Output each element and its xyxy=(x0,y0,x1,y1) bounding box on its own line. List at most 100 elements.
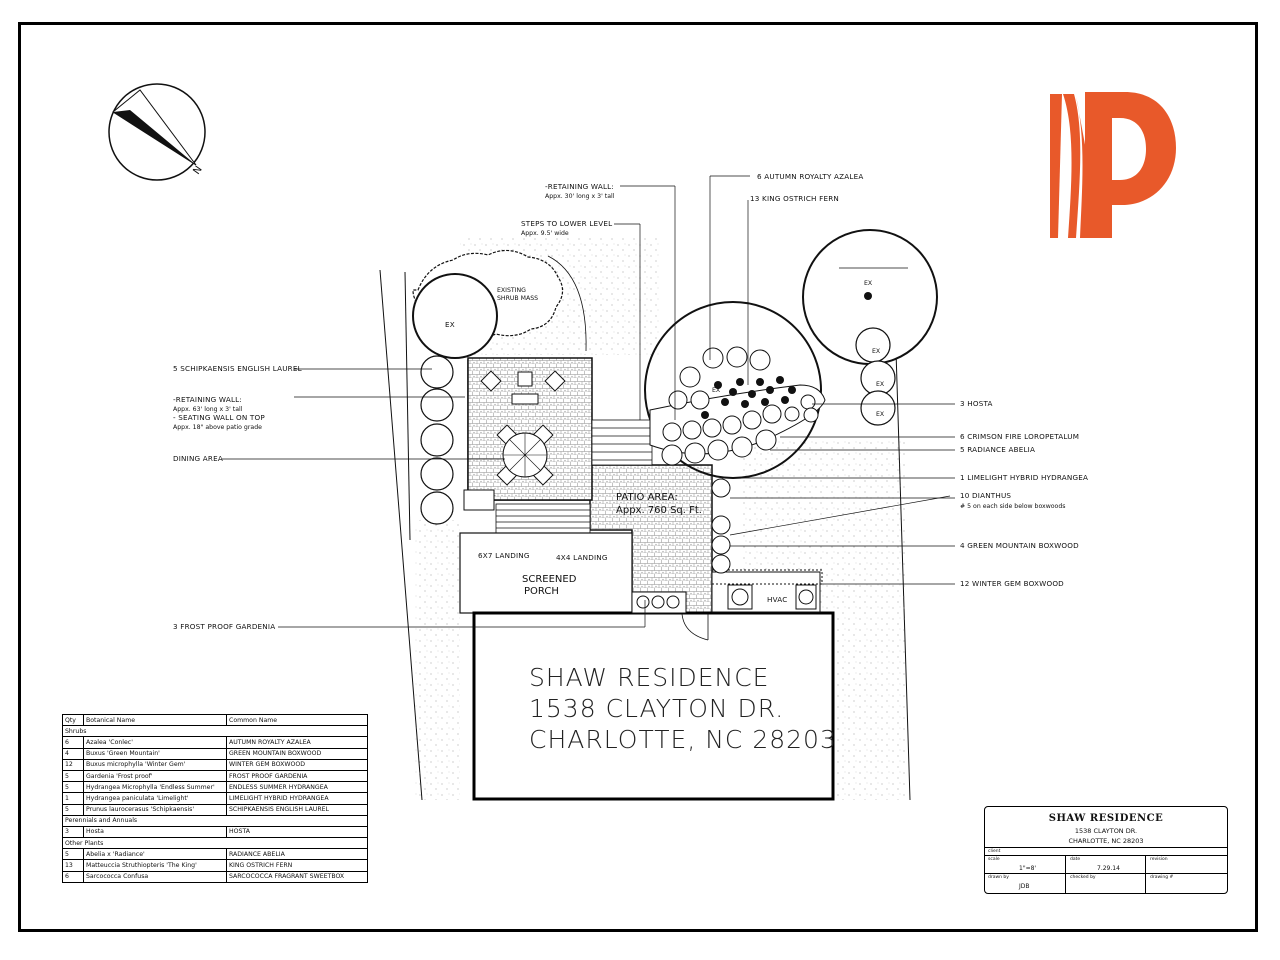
callouts-left: 5 SCHIPKAENSIS ENGLISH LAUREL -RETAINING… xyxy=(173,364,302,631)
client-label: client xyxy=(988,849,1001,854)
gardenia-bed xyxy=(631,591,687,614)
svg-text:SHRUB MASS: SHRUB MASS xyxy=(497,295,538,302)
abelia-group xyxy=(661,429,777,466)
green-mountain-boxwood-row xyxy=(711,478,731,574)
qty-cell: 4 xyxy=(62,747,84,760)
title-block: SHAW RESIDENCE 1538 CLAYTON DR. CHARLOTT… xyxy=(984,806,1228,894)
svg-text:13 KING OSTRICH FERN: 13 KING OSTRICH FERN xyxy=(750,194,839,203)
svg-text:PATIO AREA:: PATIO AREA: xyxy=(616,492,678,503)
date-value: 7.29.14 xyxy=(1097,865,1120,872)
scale-value: 1"=8' xyxy=(1019,865,1037,872)
svg-text:DINING AREA: DINING AREA xyxy=(173,454,223,463)
header-botanical: Botanical Name xyxy=(83,713,227,727)
svg-text:5 SCHIPKAENSIS ENGLISH LAUREL: 5 SCHIPKAENSIS ENGLISH LAUREL xyxy=(173,364,302,373)
svg-text:EX: EX xyxy=(445,320,455,329)
header-common: Common Name xyxy=(226,713,368,727)
azalea-group xyxy=(668,346,771,410)
lounge-seating xyxy=(480,370,566,405)
title-block-address: 1538 CLAYTON DR. xyxy=(1074,827,1138,835)
svg-text:EX: EX xyxy=(872,348,881,355)
svg-text:Appx. 760 Sq. Ft.: Appx. 760 Sq. Ft. xyxy=(616,505,702,516)
svg-text:6X7 LANDING: 6X7 LANDING xyxy=(478,551,530,560)
botanical-cell: Buxus microphylla 'Winter Gem' xyxy=(83,758,227,771)
tree-trunk-marker xyxy=(864,292,872,300)
common-cell: SARCOCOCCA FRAGRANT SWEETBOX xyxy=(226,870,368,883)
title-block-row-drawn: drawn by JDB checked by drawing # xyxy=(985,873,1227,894)
svg-text:4X4 LANDING: 4X4 LANDING xyxy=(556,553,608,562)
section-label: Other Plants xyxy=(62,837,368,850)
botanical-cell: Azalea 'Conlec' xyxy=(83,736,227,749)
botanical-cell: Prunus laurocerasus 'Schipkaensis' xyxy=(83,803,227,816)
svg-text:# 5 on each side below boxwood: # 5 on each side below boxwoods xyxy=(960,503,1066,510)
svg-text:3 FROST PROOF GARDENIA: 3 FROST PROOF GARDENIA xyxy=(173,622,275,631)
qty-cell: 12 xyxy=(62,758,84,771)
svg-text:STEPS TO LOWER LEVEL: STEPS TO LOWER LEVEL xyxy=(521,219,612,228)
svg-text:PORCH: PORCH xyxy=(524,586,559,597)
drawn-by-value: JDB xyxy=(1019,883,1030,890)
house-footprint xyxy=(472,611,835,801)
common-cell: ENDLESS SUMMER HYDRANGEA xyxy=(226,781,368,794)
callouts-top: -RETAINING WALL: Appx. 30' long x 3' tal… xyxy=(521,172,863,237)
qty-cell: 13 xyxy=(62,859,84,872)
common-cell: FROST PROOF GARDENIA xyxy=(226,769,368,783)
botanical-cell: Hosta xyxy=(83,825,227,839)
title-block-grid: client scale 1"=8' date 7.29.14 revision… xyxy=(985,847,1227,894)
qty-cell: 5 xyxy=(62,848,84,861)
qty-cell: 5 xyxy=(62,803,84,816)
qty-cell: 6 xyxy=(62,870,84,883)
botanical-cell: Sarcococca Confusa xyxy=(83,870,227,883)
english-laurel-row xyxy=(420,355,454,525)
svg-text:6 CRIMSON FIRE LOROPETALUM: 6 CRIMSON FIRE LOROPETALUM xyxy=(960,432,1079,441)
hvac-unit xyxy=(711,571,821,613)
company-logo xyxy=(1050,92,1176,238)
callout-leaders xyxy=(222,175,955,628)
header-qty: Qty xyxy=(62,713,84,727)
svg-text:Appx. 9.5' wide: Appx. 9.5' wide xyxy=(521,230,569,237)
grill xyxy=(463,489,495,511)
svg-text:3 HOSTA: 3 HOSTA xyxy=(960,399,993,408)
dining-table-umbrella xyxy=(496,424,554,486)
svg-text:6 AUTUMN ROYALTY AZALEA: 6 AUTUMN ROYALTY AZALEA xyxy=(757,172,863,181)
common-cell: WINTER GEM BOXWOOD xyxy=(226,758,368,771)
svg-text:- SEATING WALL ON TOP: - SEATING WALL ON TOP xyxy=(173,413,265,422)
common-cell: AUTUMN ROYALTY AZALEA xyxy=(226,736,368,749)
common-cell: HOSTA xyxy=(226,825,368,839)
table-section-row: Perennials and Annuals xyxy=(62,814,368,827)
north-arrow-icon: N xyxy=(108,83,206,181)
table-section-row: Other Plants xyxy=(62,837,368,850)
ostrich-fern-group xyxy=(701,376,796,419)
scale-label: scale xyxy=(988,857,1000,862)
revision-label: revision xyxy=(1150,857,1168,862)
qty-cell: 5 xyxy=(62,781,84,794)
title-block-city: CHARLOTTE, NC 28203 xyxy=(1068,837,1144,845)
section-label: Shrubs xyxy=(62,725,368,738)
qty-cell: 6 xyxy=(62,736,84,749)
botanical-cell: Matteuccia Struthiopteris 'The King' xyxy=(83,859,227,872)
botanical-cell: Buxus 'Green Mountain' xyxy=(83,747,227,760)
common-cell: KING OSTRICH FERN xyxy=(226,859,368,872)
svg-text:SCREENED: SCREENED xyxy=(522,574,577,585)
svg-text:-RETAINING WALL:: -RETAINING WALL: xyxy=(173,395,242,404)
lawn-west xyxy=(415,520,460,800)
section-label: Perennials and Annuals xyxy=(62,814,368,827)
qty-cell: 3 xyxy=(62,825,84,839)
drawn-by-label: drawn by xyxy=(988,875,1009,880)
svg-text:Appx. 30' long x 3' tall: Appx. 30' long x 3' tall xyxy=(545,193,615,200)
residence-city: CHARLOTTE, NC 28203 xyxy=(529,725,837,754)
callouts-right: 3 HOSTA 6 CRIMSON FIRE LOROPETALUM 5 RAD… xyxy=(960,399,1088,588)
svg-text:EX: EX xyxy=(876,381,885,388)
hosta-group xyxy=(784,394,819,423)
drawing-sheet-border xyxy=(18,22,1258,932)
existing-shrubs-northeast xyxy=(855,327,896,426)
table-section-row: Shrubs xyxy=(62,725,368,738)
porch-steps xyxy=(495,503,591,535)
svg-text:EX: EX xyxy=(864,280,873,287)
